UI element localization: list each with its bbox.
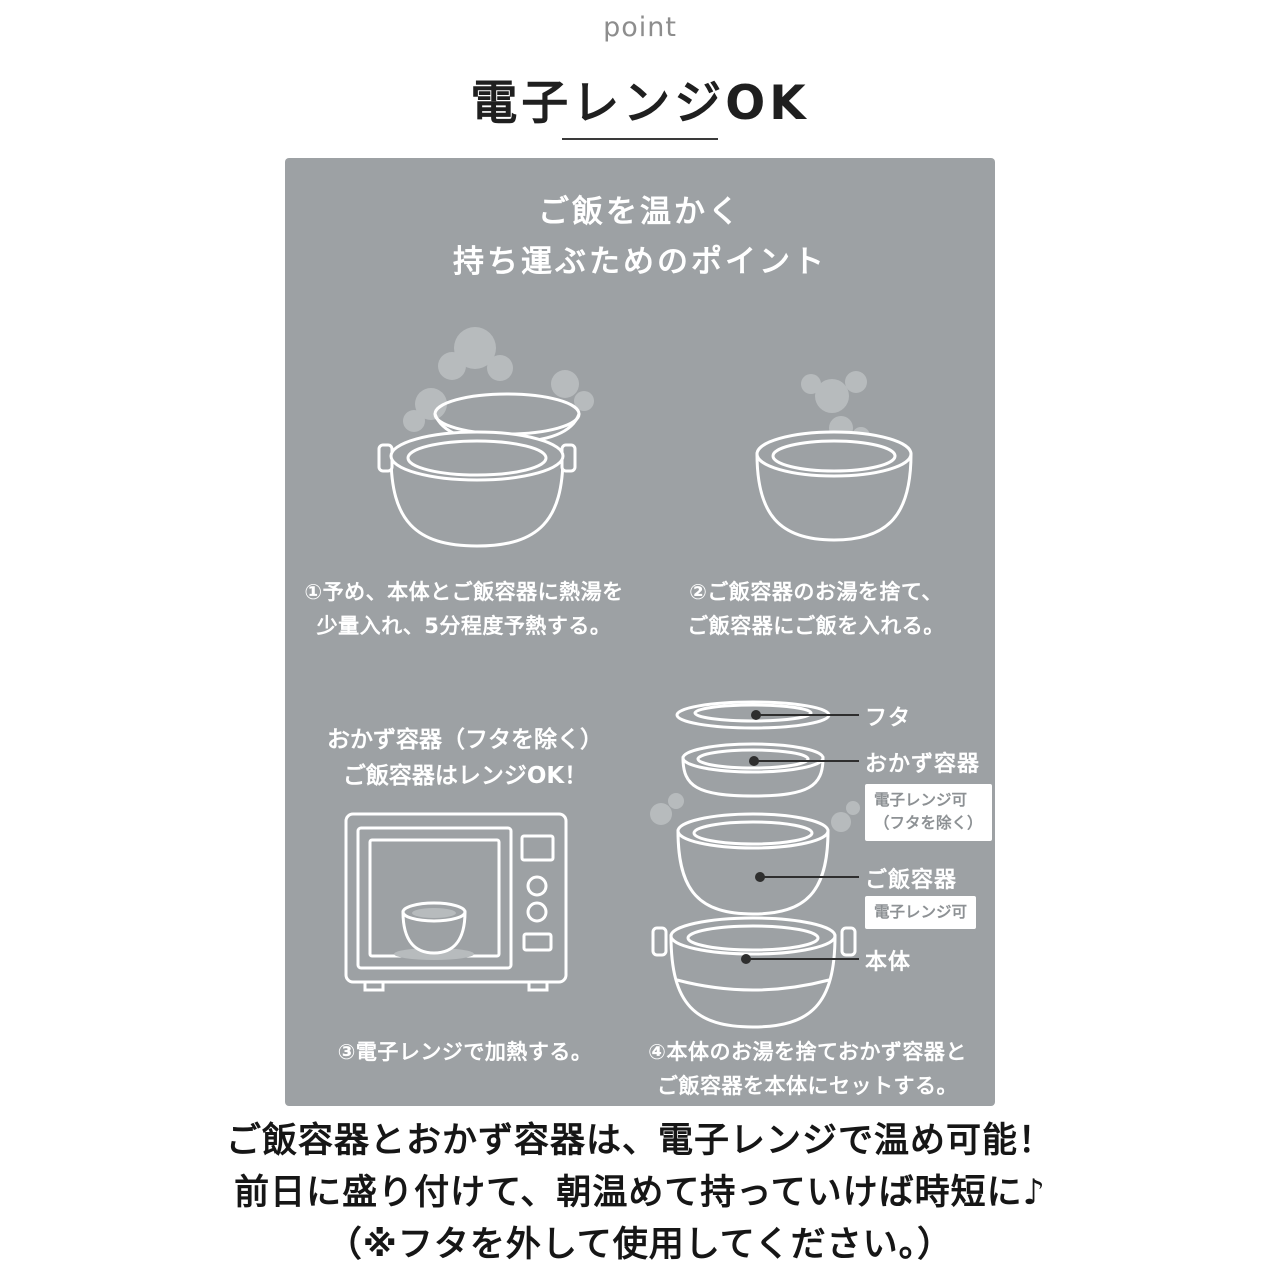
step-1-line1: ①予め、本体とご飯容器に熱湯を: [304, 580, 624, 604]
step-4-line1: ④本体のお湯を捨ておかず容器と: [648, 1040, 967, 1064]
step-4-line2: ご飯容器を本体にセットする。: [657, 1073, 958, 1098]
step-2-text: ②ご飯容器のお湯を捨て、 ご飯容器にご飯を入れる。: [637, 576, 995, 643]
footer-line1: ご飯容器とおかず容器は、電子レンジで温め可能！: [225, 1121, 1054, 1161]
side-container-label: おかず容器: [865, 752, 981, 777]
footer-line3: （※フタを外して使用してください。）: [326, 1224, 954, 1265]
points-panel: ご飯を温かく 持ち運ぶためのポイント ①予め、本体とご飯容器に熱湯を 少量入れ、…: [285, 158, 995, 1106]
preheat-pot-steam-illustration: [377, 327, 594, 548]
rice-container-microwave-badge: 電子レンジ可: [865, 896, 977, 930]
panel-title-line1: ご飯を温かく: [538, 194, 742, 230]
microwave-note-line1: おかず容器（フタを除く）: [327, 727, 603, 753]
page-title: 電子レンジOK: [470, 76, 810, 131]
rice-container-callout-line: [755, 872, 859, 882]
footer-line2: 前日に盛り付けて、朝温めて持っていけば時短に♪: [234, 1172, 1046, 1213]
rice-container-steam-illustration: [755, 371, 913, 542]
body-callout-line: [741, 954, 859, 964]
step-2-line1: ②ご飯容器のお湯を捨て、: [689, 580, 943, 604]
body-label: 本体: [865, 950, 912, 975]
side-container-callout-line: [749, 756, 859, 766]
panel-title-line2: 持ち運ぶためのポイント: [453, 243, 827, 280]
point-eyebrow: point: [603, 12, 677, 43]
microwave-note: おかず容器（フタを除く） ご飯容器はレンジOK！: [285, 723, 645, 794]
side-container-microwave-badge: 電子レンジ可 （フタを除く）: [865, 784, 992, 841]
side-badge-line2: （フタを除く）: [874, 814, 983, 833]
side-badge-line1: 電子レンジ可: [874, 791, 968, 809]
microwave-illustration: [344, 812, 568, 992]
step-2-line2: ご飯容器にご飯を入れる。: [687, 613, 945, 638]
microwave-note-line2: ご飯容器はレンジOK！: [342, 762, 588, 789]
step-1-text: ①予め、本体とご飯容器に熱湯を 少量入れ、5分程度予熱する。: [285, 576, 643, 643]
step-4-text: ④本体のお湯を捨ておかず容器と ご飯容器を本体にセットする。: [620, 1036, 995, 1103]
exploded-lunchbox-illustration: [650, 700, 860, 1029]
lid-label: フタ: [865, 706, 912, 731]
lid-callout-line: [751, 710, 859, 720]
rice-container-label: ご飯容器: [865, 868, 958, 893]
step-3-line1: ③電子レンジで加熱する。: [337, 1040, 593, 1064]
panel-title: ご飯を温かく 持ち運ぶためのポイント: [285, 188, 995, 287]
footer-note: ご飯容器とおかず容器は、電子レンジで温め可能！ 前日に盛り付けて、朝温めて持って…: [0, 1116, 1280, 1271]
step-1-line2: 少量入れ、5分程度予熱する。: [316, 613, 612, 638]
title-underline: [562, 138, 718, 140]
step-3-text: ③電子レンジで加熱する。: [285, 1036, 645, 1070]
